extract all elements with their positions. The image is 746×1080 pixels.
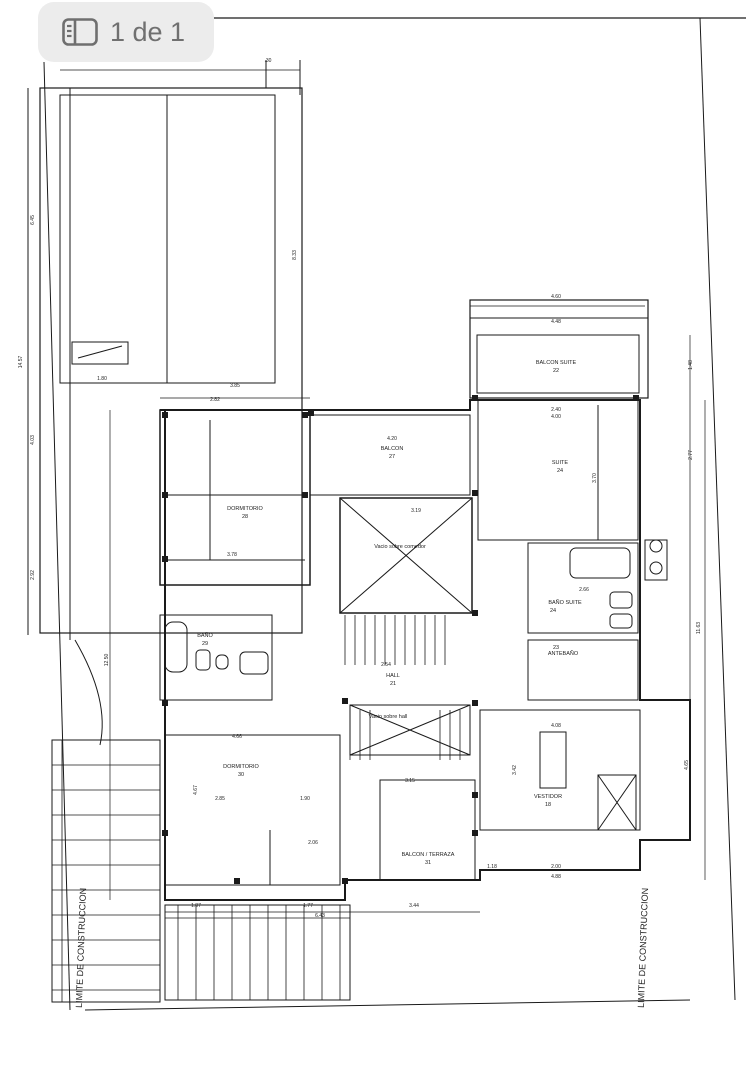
- dimension-label: 4.48: [551, 319, 561, 325]
- dimension-label: 4.08: [551, 723, 561, 729]
- dimension-label: 3.42: [512, 765, 518, 775]
- dimension-label: 3.85: [230, 383, 240, 389]
- room-label-vestidor: VESTIDOR: [534, 794, 562, 800]
- dimension-label: .30: [265, 58, 272, 64]
- room-number-dormitorio-28: 28: [242, 514, 248, 520]
- room-number-bano: 29: [202, 641, 208, 647]
- room-number-bano-suite: 24: [550, 608, 556, 614]
- room-label-dormitorio-28: DORMITORIO: [227, 506, 263, 512]
- dimension-label: 2.92: [30, 570, 36, 580]
- room-number-dormitorio-30: 30: [238, 772, 244, 778]
- room-label-bano: BAÑO: [197, 632, 213, 639]
- room-number-antebano: 23: [553, 645, 559, 651]
- page-indicator-pill[interactable]: 1 de 1: [38, 2, 214, 62]
- sidebar-panel-icon[interactable]: [62, 18, 98, 46]
- dimension-label: 4.20: [387, 436, 397, 442]
- room-number-hall: 21: [390, 681, 396, 687]
- dimension-label: 1.18: [487, 864, 497, 870]
- dimension-label: 12.50: [104, 654, 110, 667]
- dimension-label: 4.60: [551, 294, 561, 300]
- dimension-label: 1.87: [191, 903, 201, 909]
- room-label-balcon-suite: BALCON SUITE: [536, 360, 577, 366]
- dimension-label: 1.90: [300, 796, 310, 802]
- room-label-dormitorio-30: DORMITORIO: [223, 764, 259, 770]
- room-label-balcon: BALCON: [381, 446, 404, 452]
- dimension-label: 2.06: [308, 840, 318, 846]
- dimension-label: 14.57: [18, 356, 24, 369]
- dimension-label: 1.48: [688, 360, 694, 370]
- dimension-label: 4.67: [193, 785, 199, 795]
- room-number-balcon-terraza: 31: [425, 860, 431, 866]
- dimension-label: 3.44: [409, 903, 419, 909]
- construction-limit-right: LIMITE DE CONSTRUCCION: [636, 888, 650, 1008]
- dimension-label: 6.43: [315, 913, 325, 919]
- dimension-label: 4.65: [684, 760, 690, 770]
- dimension-label: 2.85: [215, 796, 225, 802]
- dimension-label: 8.33: [292, 250, 298, 260]
- dimension-label: 4.03: [30, 435, 36, 445]
- dimension-label: 3.70: [592, 473, 598, 483]
- room-label-antebano: ANTEBAÑO: [548, 650, 579, 657]
- dimension-label: 3.15: [405, 778, 415, 784]
- room-label-vacio-hall: Vacio sobre hall: [369, 714, 408, 720]
- dimension-label: 2.77: [688, 450, 694, 460]
- dimension-label: 6.45: [30, 215, 36, 225]
- dimension-label: 1.80: [97, 376, 107, 382]
- room-number-balcon-suite: 22: [553, 368, 559, 374]
- room-label-bano-suite: BAÑO SUITE: [548, 599, 582, 606]
- dimension-label: 1.77: [303, 903, 313, 909]
- dimension-label: 2.54: [381, 662, 391, 668]
- room-number-vestidor: 18: [545, 802, 551, 808]
- dimension-label: 4.00: [551, 414, 561, 420]
- dimension-label: 3.78: [227, 552, 237, 558]
- page-indicator-text: 1 de 1: [110, 16, 186, 47]
- room-label-balcon-terraza: BALCON / TERRAZA: [402, 852, 455, 858]
- dimension-label: 4.88: [551, 874, 561, 880]
- dimension-label: 11.63: [696, 622, 702, 634]
- dimension-label: 2.00: [551, 864, 561, 870]
- room-number-suite: 24: [557, 468, 563, 474]
- room-label-hall: HALL: [386, 673, 400, 679]
- construction-limit-left: LIMITE DE CONSTRUCCION: [74, 888, 88, 1008]
- dimension-label: 4.66: [232, 734, 242, 740]
- dimension-label: 2.66: [579, 587, 589, 593]
- dimension-label: 2.40: [551, 407, 561, 413]
- dimension-label: 3.19: [411, 508, 421, 514]
- room-label-vacio: Vacio sobre comedor: [374, 544, 426, 550]
- dimension-label: 2.82: [210, 397, 220, 403]
- room-number-balcon: 27: [389, 454, 395, 460]
- room-label-suite: SUITE: [552, 460, 569, 466]
